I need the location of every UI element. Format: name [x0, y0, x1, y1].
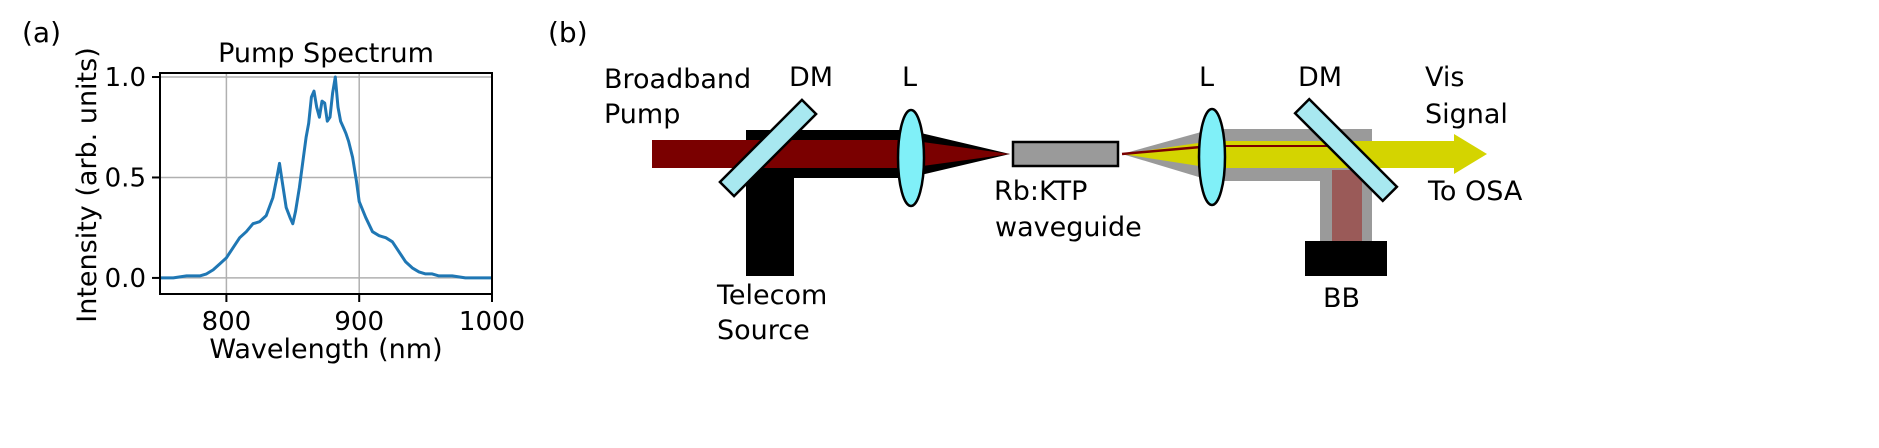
- dichroic-mirror-right: [1293, 97, 1399, 203]
- panel-b-letter: (b): [548, 16, 588, 49]
- label-pump: Pump: [604, 99, 680, 130]
- x-tick-label: 1000: [459, 307, 525, 337]
- y-tick-label: 0.5: [105, 163, 146, 193]
- label-crystal: Rb:KTP: [994, 176, 1087, 207]
- waveguide: [1011, 140, 1120, 168]
- label-vis: Vis: [1425, 62, 1464, 93]
- chart-ticks: 800 900 1000 0.0 0.5 1.0: [105, 63, 525, 337]
- spectrum-line: [160, 75, 492, 280]
- x-axis-label: Wavelength (nm): [209, 334, 442, 365]
- label-lens-left: L: [902, 62, 917, 93]
- residual-pump-vertical: [1332, 170, 1362, 245]
- panel-b: (b) Broadband: [548, 16, 1523, 346]
- y-tick-label: 0.0: [105, 264, 146, 294]
- x-tick-label: 800: [202, 307, 252, 337]
- focus-cone-pump: [908, 140, 1010, 168]
- dichroic-mirror-left: [718, 98, 818, 198]
- lens-left: [896, 108, 926, 208]
- output-cone-pump-line: [1121, 144, 1213, 156]
- label-dm-right: DM: [1298, 62, 1342, 93]
- x-tick-label: 900: [334, 307, 384, 337]
- beam-block: [1305, 241, 1387, 276]
- plot-frame: [159, 72, 493, 295]
- label-telecom: Telecom: [716, 280, 827, 311]
- panel-a-letter: (a): [22, 16, 61, 49]
- label-dm-left: DM: [789, 62, 833, 93]
- chart-title: Pump Spectrum: [218, 38, 434, 69]
- lens-right: [1197, 107, 1227, 207]
- label-beam-block: BB: [1323, 283, 1360, 314]
- label-signal: Signal: [1425, 99, 1508, 130]
- y-axis-label: Intensity (arb. units): [72, 47, 103, 323]
- label-source: Source: [717, 315, 810, 346]
- label-to-osa: To OSA: [1427, 176, 1523, 207]
- label-waveguide: waveguide: [995, 212, 1142, 243]
- label-broadband: Broadband: [604, 64, 751, 95]
- label-lens-right: L: [1199, 62, 1214, 93]
- vis-signal-arrowhead: [1454, 134, 1487, 174]
- panel-a: (a) Pump Spectrum 800 900 1000 0.0 0.5 1.0 Wa…: [22, 16, 525, 365]
- y-tick-label: 1.0: [105, 63, 146, 93]
- telecom-beam-vertical: [746, 172, 794, 276]
